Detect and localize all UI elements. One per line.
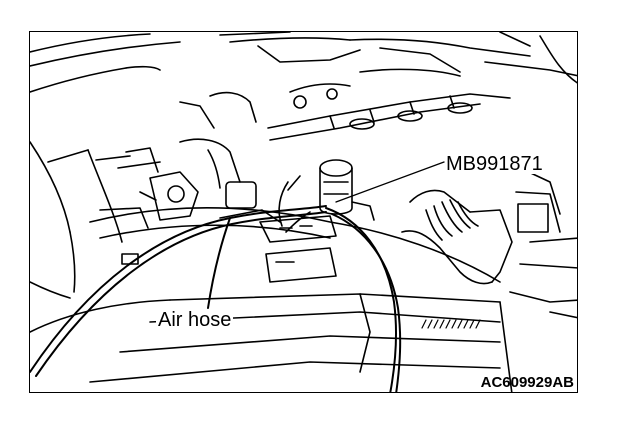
hatching bbox=[421, 319, 481, 329]
engine-left-side bbox=[95, 138, 281, 229]
air-hose bbox=[30, 205, 402, 392]
intake-duct bbox=[401, 167, 577, 319]
left-fender bbox=[30, 141, 123, 299]
tool-label: MB991871 bbox=[445, 153, 544, 175]
intake-manifold bbox=[179, 68, 511, 141]
engine-line-art bbox=[30, 32, 577, 392]
upper-components bbox=[219, 32, 577, 84]
air-hose-label: Air hose bbox=[156, 309, 234, 331]
front-bumper bbox=[30, 206, 513, 392]
hood-outline bbox=[30, 33, 181, 93]
engine-bay-illustration: MB991871 Air hose AC609929AB bbox=[29, 31, 578, 393]
leader-lines bbox=[335, 161, 445, 203]
figure-code: AC609929AB bbox=[480, 374, 574, 391]
